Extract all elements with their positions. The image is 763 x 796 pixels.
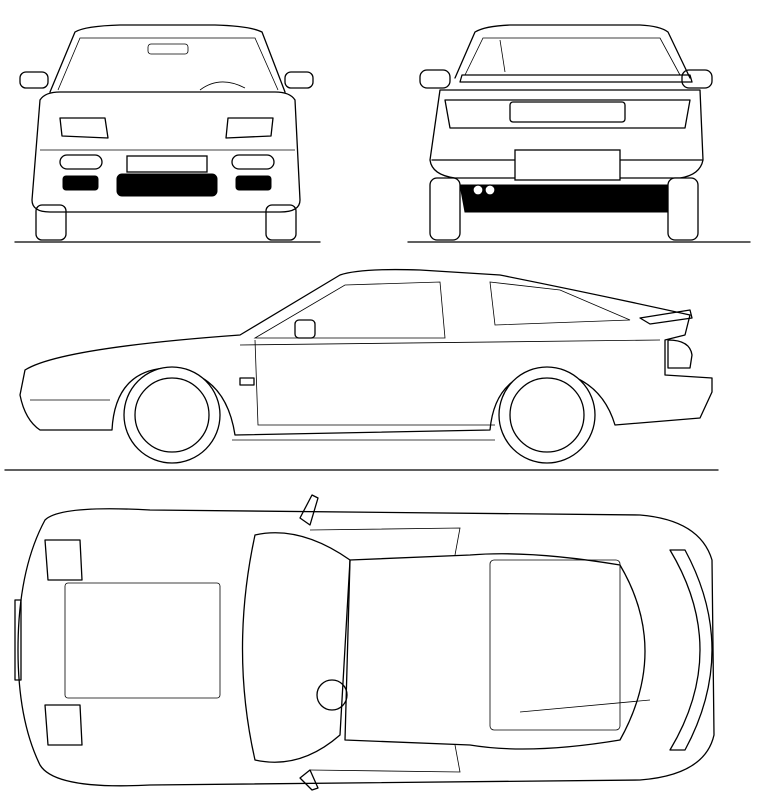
rear-right-tire [667,177,699,241]
top-left-window [309,527,461,556]
front-right-tire [265,204,297,241]
front-right-intake [235,175,272,191]
exhaust-left [472,184,484,196]
top-front-bumper [14,599,22,681]
rear-wiper [499,39,506,73]
rear-wheel-rim [509,377,585,453]
top-body-outline [17,508,715,787]
side-beltline [239,339,661,346]
top-windshield [241,532,351,763]
steering-wheel [199,81,246,91]
rear-window [464,37,681,76]
front-view [14,24,321,243]
top-left-headlight [44,539,83,581]
front-windshield [57,37,279,91]
front-left-fog-lamp [59,154,103,170]
front-center-intake [116,173,218,197]
front-wheel-rim [134,377,210,453]
side-door-window [253,281,446,339]
front-left-intake [62,175,99,191]
top-roof [344,553,646,750]
side-rear-window [489,281,631,326]
side-view [4,268,719,471]
front-right-fog-lamp [231,154,275,170]
rear-tail-lights [444,99,691,129]
front-left-tire [35,204,67,241]
top-right-headlight [44,704,83,746]
top-left-mirror [299,494,319,526]
side-mirror [294,319,316,339]
front-mirror-inner [147,43,189,55]
front-body [31,91,301,213]
rear-license-plate [514,149,621,181]
rear-view [407,24,751,243]
side-body [19,268,713,436]
top-steering-wheel [316,679,348,711]
top-view [14,494,715,791]
top-right-window [309,744,461,773]
front-right-mirror [284,71,314,89]
front-left-mirror [19,71,49,89]
front-left-headlight [59,117,109,139]
rear-roof [454,24,691,79]
front-wheel [123,366,221,464]
front-license-plate [126,155,208,173]
rear-wheel [498,366,596,464]
top-rear-wiper [519,699,651,713]
top-hood-panel [64,582,221,699]
exhaust-right [484,184,496,196]
rear-right-mirror [681,69,713,89]
top-spoiler [669,549,713,751]
front-right-headlight [225,117,274,139]
rear-spoiler [459,74,693,83]
rear-left-tire [429,177,461,241]
rear-center-panel [509,101,626,123]
side-door-outline [254,339,495,426]
side-tail-light [667,339,693,369]
front-roof [49,24,286,93]
top-right-mirror [299,769,319,791]
top-rear-glass [489,559,621,731]
rear-left-mirror [419,69,451,89]
side-spoiler [639,309,693,325]
side-marker [239,377,255,386]
